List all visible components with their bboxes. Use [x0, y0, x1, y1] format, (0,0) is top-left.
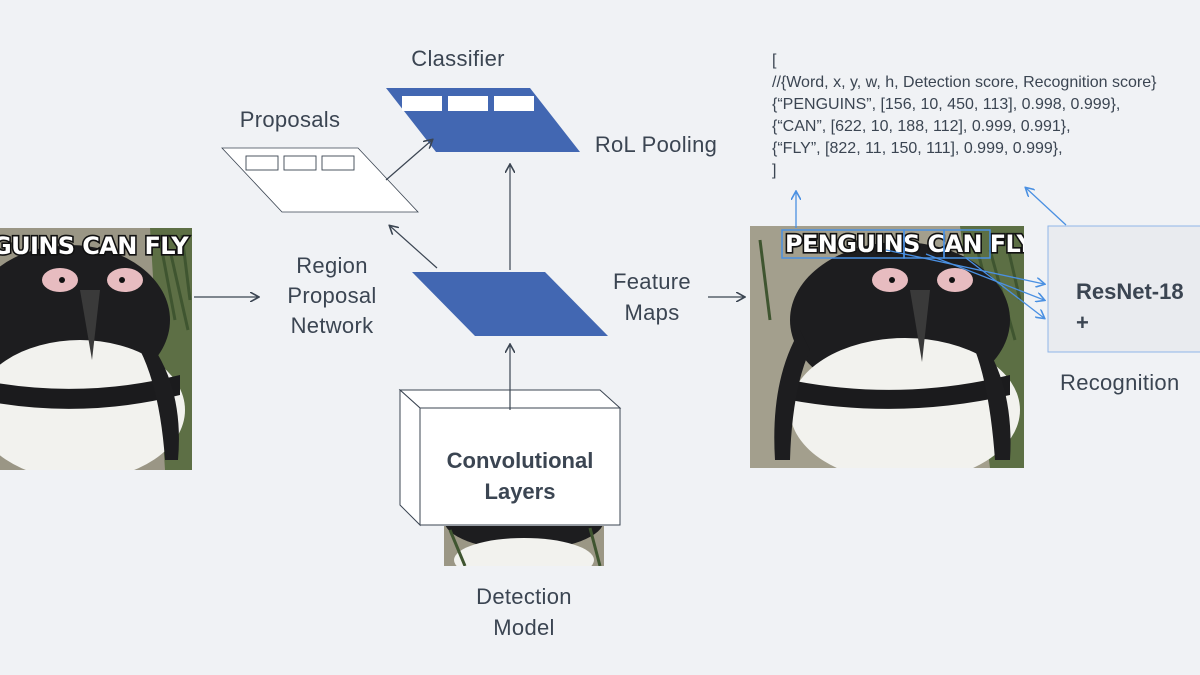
rpn-label-line-1: Region [296, 253, 368, 278]
roi-pooling-sheet [386, 88, 580, 152]
json-line-close: ] [772, 162, 777, 179]
arrow-penguins-to-resnet [885, 249, 1044, 284]
conv-layers-label-line-1: Convolutional [446, 448, 594, 473]
feature-maps-sheet [412, 272, 608, 336]
rpn-label-line-3: Network [290, 313, 374, 338]
feature-maps-label-line-1: Feature [613, 269, 691, 294]
arrow-fly-to-resnet [965, 257, 1044, 318]
detection-model-label-line-1: Detection [476, 584, 572, 609]
arrow-resnet-to-json [1026, 188, 1067, 226]
conv-input-image [444, 526, 604, 566]
proposals-sheet [221, 147, 419, 213]
feature-maps-label-line-2: Maps [624, 300, 680, 325]
arrow-proposals-to-roi [385, 140, 432, 181]
svg-text:GUINS CAN FLY: GUINS CAN FLY [0, 232, 189, 260]
recognition-label: Recognition [1060, 370, 1180, 395]
detection-model-label-line-2: Model [493, 615, 555, 640]
json-line-penguins: {“PENGUINS”, [156, 10, 450, 113], 0.998,… [772, 96, 1121, 113]
json-line-can: {“CAN”, [622, 10, 188, 112], 0.999, 0.99… [772, 118, 1071, 135]
rpn-label-line-2: Proposal [287, 283, 377, 308]
arrow-features-to-proposals [390, 226, 438, 269]
arrow-can-to-resnet [925, 253, 1044, 300]
json-line-fly: {“FLY”, [822, 11, 150, 111], 0.999, 0.99… [772, 140, 1063, 157]
resnet-box [1047, 225, 1200, 353]
json-line-open: [ [772, 52, 777, 69]
resnet-label: ResNet-18 + [1076, 279, 1184, 335]
roi-pooling-label: RoL Pooling [594, 132, 718, 157]
proposals-label: Proposals [239, 107, 341, 132]
input-penguin-image: GUINS CAN FLY [0, 228, 192, 470]
svg-text:PENGUINS CAN FLY: PENGUINS CAN FLY [785, 230, 1034, 258]
json-line-comment: //{Word, x, y, w, h, Detection score, Re… [772, 74, 1157, 91]
output-penguin-image: PENGUINS CAN FLY [750, 226, 1034, 468]
conv-layers-label-line-2: Layers [484, 479, 556, 504]
recognition-json-output: [ //{Word, x, y, w, h, Detection score, … [772, 50, 1156, 182]
convolutional-layers-box [398, 388, 622, 527]
classifier-label: Classifier [411, 46, 505, 71]
